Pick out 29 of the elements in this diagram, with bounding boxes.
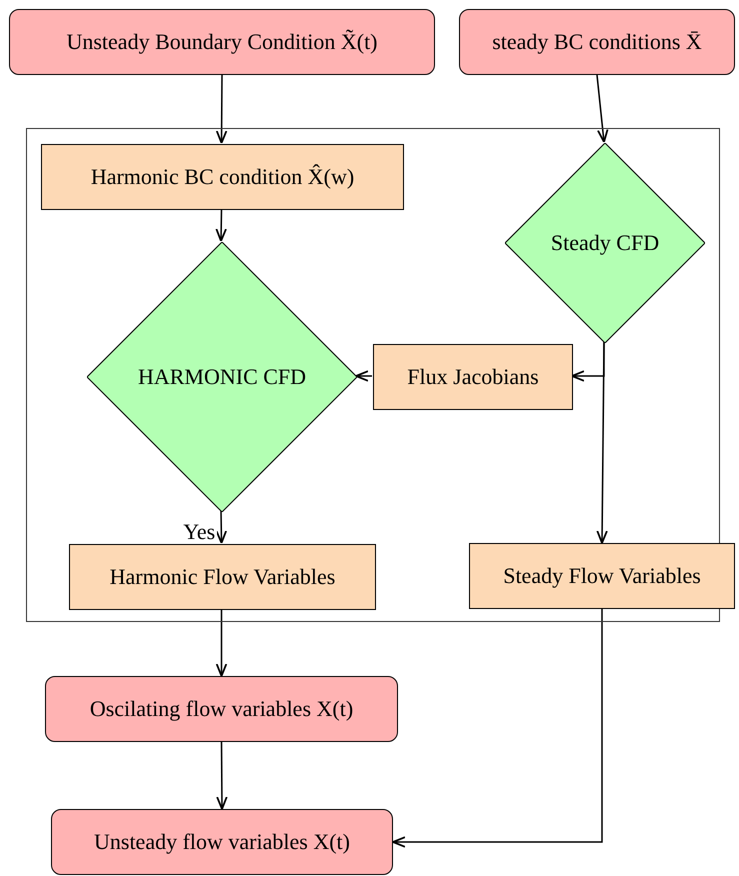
arrow [571,342,605,382]
node-label: Harmonic BC condition X̂(w) [90,164,354,190]
process-box [41,144,404,210]
arrow [216,742,228,810]
group-frame [26,128,720,622]
node-label: Unsteady Boundary Condition X̃(t) [66,29,378,55]
node-label: Oscilating flow variables X(t) [90,696,354,722]
arrow [216,609,228,677]
node-label: steady BC conditions X̄ [492,29,702,55]
arrow [392,609,603,848]
node-label: Steady CFD [550,230,660,256]
process-box [469,543,735,609]
terminal-box [45,676,398,742]
arrow [216,75,228,144]
terminal-box [51,809,393,875]
node-label: HARMONIC CFD [138,364,306,390]
arrow [216,208,227,242]
process-box [373,344,573,410]
terminal-box [9,9,435,75]
node-label: Flux Jacobians [407,364,539,390]
arrow [355,370,372,382]
arrow [596,342,608,544]
arrow [216,510,227,544]
node-label: Unsteady flow variables X(t) [94,829,350,855]
terminal-box [459,9,735,75]
process-box [69,544,376,610]
node-label: Harmonic Flow Variables [110,564,336,590]
arrow [596,74,608,143]
node-label: Steady Flow Variables [503,563,701,589]
